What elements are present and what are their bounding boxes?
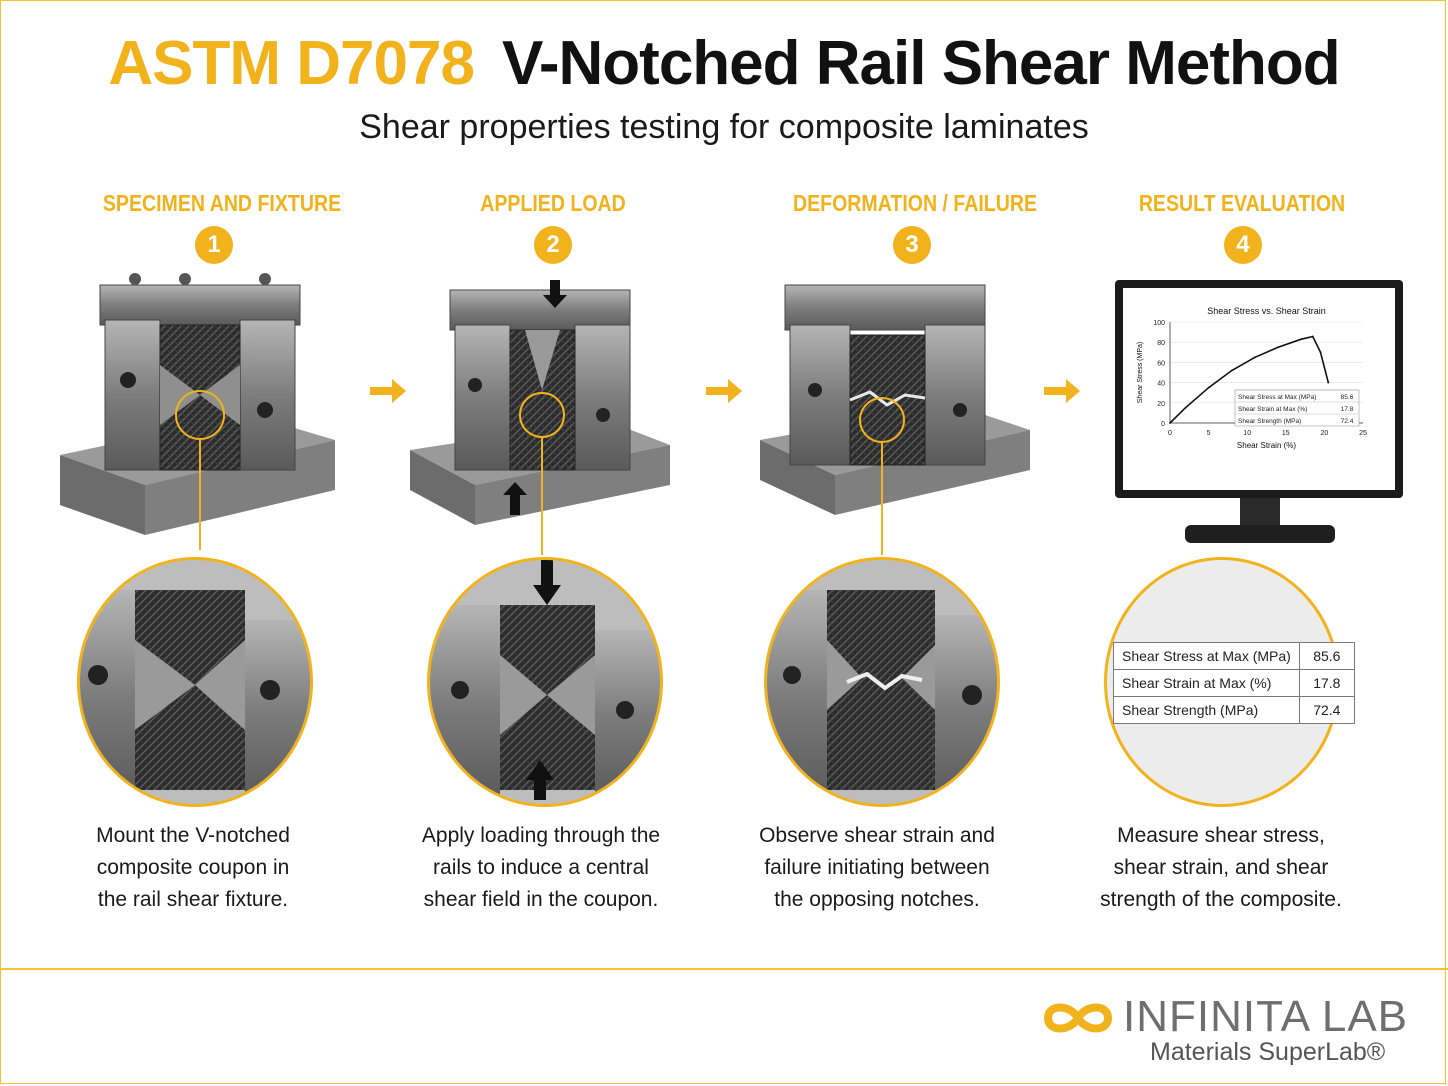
data-point <box>1254 356 1256 359</box>
data-point <box>1319 351 1322 354</box>
step-1-description: Mount the V-notched composite coupon in … <box>33 820 353 916</box>
step-arrow-icon <box>370 379 406 403</box>
step-2-line: Apply loading through the <box>421 824 661 847</box>
y-axis-label: Shear Stress (MPa) <box>1137 342 1144 403</box>
x-tick-label: 0 <box>1168 430 1172 437</box>
data-point <box>1169 422 1171 424</box>
inset-value: 72.4 <box>1341 418 1354 425</box>
y-tick-label: 20 <box>1157 401 1165 408</box>
step-arrow-icon <box>1044 379 1080 403</box>
fixture-illustration-3 <box>760 284 1030 555</box>
detail-lens-2 <box>427 557 663 807</box>
page-subtitle: Shear properties testing for composite l… <box>359 108 1089 146</box>
series-line <box>1169 335 1330 424</box>
table-row: Shear Stress at Max (MPa) 85.6 <box>1113 642 1355 670</box>
detail-lens-3 <box>764 557 1000 807</box>
x-tick-label: 15 <box>1282 430 1290 437</box>
results-table: Shear Stress at Max (MPa) 85.6 Shear Str… <box>1113 642 1355 724</box>
step-4-line: shear strain, and shear <box>1113 856 1329 879</box>
step-4-line: Measure shear stress, <box>1117 824 1325 847</box>
result-value: 17.8 <box>1298 669 1355 697</box>
step-1-title: SPECIMEN AND FIXTURE <box>102 190 342 216</box>
step-1-line: the rail shear fixture. <box>97 888 289 911</box>
step-1-line: Mount the V-notched <box>96 824 290 847</box>
x-tick-label: 10 <box>1243 430 1251 437</box>
result-value: 85.6 <box>1298 642 1355 670</box>
data-point <box>1311 335 1314 338</box>
y-tick-label: 80 <box>1157 340 1165 347</box>
result-label: Shear Stress at Max (MPa) <box>1113 642 1300 670</box>
shear-chart: Shear Stress vs. Shear Strain 0 20 40 60 80 10… <box>1137 306 1367 450</box>
inset-label: Shear Strength (MPa) <box>1238 418 1301 425</box>
table-row: Shear Strain at Max (%) 17.8 <box>1113 669 1355 697</box>
y-tick-label: 60 <box>1157 360 1165 367</box>
page-title: ASTM D7078 V-Notched Rail Shear Method <box>0 28 1448 99</box>
result-label: Shear Strain at Max (%) <box>1113 669 1300 697</box>
step-arrow-icon <box>706 379 742 403</box>
step-2-line: rails to induce a central <box>433 856 649 879</box>
inset-value: 85.6 <box>1341 394 1354 401</box>
result-monitor: Shear Stress vs. Shear Strain 0 20 40 60 80 10… <box>1115 280 1405 553</box>
title-standard: ASTM D7078 <box>108 29 475 98</box>
y-tick-label: 0 <box>1161 421 1165 428</box>
x-tick-label: 5 <box>1207 430 1211 437</box>
step-1-line: composite coupon in <box>96 856 290 879</box>
lens-1-detail <box>80 560 310 804</box>
y-tick-label: 100 <box>1153 320 1165 327</box>
y-tick-label: 40 <box>1157 381 1165 388</box>
inset-label: Shear Strain at Max (%) <box>1238 406 1307 413</box>
step-2-badge: 2 <box>534 226 572 264</box>
step-4-title: RESULT EVALUATION <box>1138 190 1346 216</box>
step-1-badge: 1 <box>195 226 233 264</box>
step-2-title: APPLIED LOAD <box>480 190 626 216</box>
data-point <box>1184 406 1187 409</box>
data-point <box>1300 338 1303 341</box>
inset-value: 17.8 <box>1341 406 1354 413</box>
infinity-logo-icon <box>1043 1003 1113 1033</box>
step-3-line: the opposing notches. <box>774 888 980 911</box>
result-value: 72.4 <box>1298 696 1355 724</box>
step-3-description: Observe shear strain and failure initiat… <box>717 820 1037 916</box>
step-2-line: shear field in the coupon. <box>423 888 659 911</box>
data-point <box>1207 386 1210 389</box>
table-row: Shear Strength (MPa) 72.4 <box>1113 696 1355 724</box>
step-4-badge: 4 <box>1224 226 1262 264</box>
brand-tagline: Materials SuperLab® <box>1150 1038 1386 1066</box>
inset-label: Shear Stress at Max (MPa) <box>1238 394 1316 401</box>
chart-title: Shear Stress vs. Shear Strain <box>1207 306 1326 316</box>
x-axis-label: Shear Strain (%) <box>1237 441 1296 450</box>
fixture-illustration-1 <box>60 273 335 550</box>
step-3-line: failure initiating between <box>764 856 990 879</box>
footer-divider <box>0 968 1448 970</box>
step-2-description: Apply loading through the rails to induc… <box>381 820 701 916</box>
data-point <box>1277 346 1279 349</box>
monitor-graphic: Shear Stress vs. Shear Strain 0 20 40 60 80 10… <box>1115 280 1403 543</box>
x-tick-label: 25 <box>1359 430 1367 437</box>
lens-3-detail <box>767 560 997 804</box>
fixture-illustration-2 <box>410 280 670 555</box>
result-label: Shear Strength (MPa) <box>1113 696 1300 724</box>
step-3-line: Observe shear strain and <box>759 824 995 847</box>
lens-2-detail <box>430 560 660 804</box>
title-method: V-Notched Rail Shear Method <box>501 29 1341 98</box>
data-point <box>1327 381 1330 384</box>
step-3-title: DEFORMATION / FAILURE <box>792 190 1038 216</box>
chart-inset-table <box>1234 389 1360 427</box>
step-3-badge: 3 <box>893 226 931 264</box>
x-tick-label: 20 <box>1321 430 1329 437</box>
brand-name: INFINITA LAB <box>1123 992 1409 1041</box>
step-4-description: Measure shear stress, shear strain, and … <box>1061 820 1381 916</box>
detail-lens-1 <box>77 557 313 807</box>
data-point <box>1230 369 1233 372</box>
step-4-line: strength of the composite. <box>1100 888 1342 911</box>
